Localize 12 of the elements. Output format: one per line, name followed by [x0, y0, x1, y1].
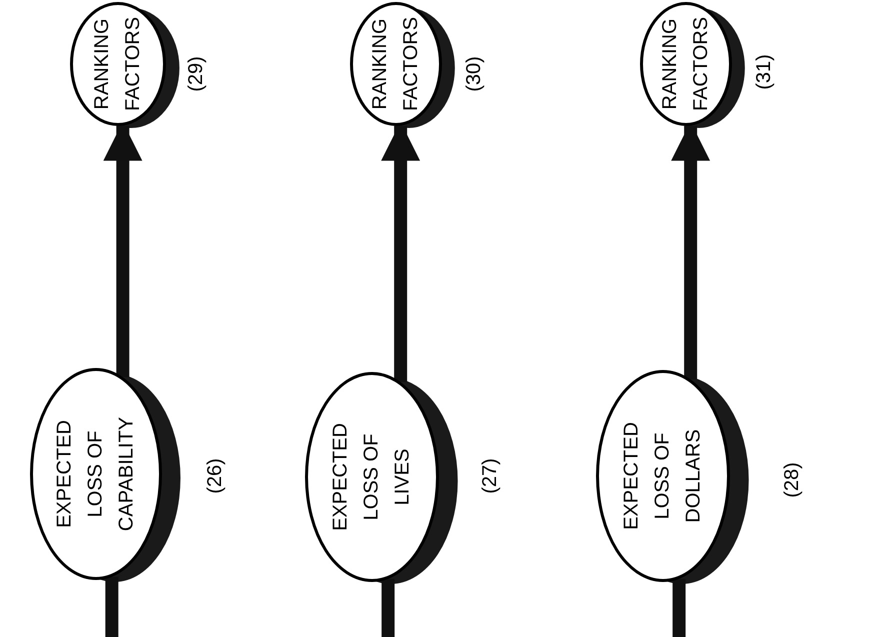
node-label: RANKING FACTORS [368, 16, 423, 114]
node-label: EXPECTED LOSS OF DOLLARS [620, 421, 706, 532]
reference-number: (26) [203, 458, 227, 494]
node-label: EXPECTED LOSS OF CAPABILITY [52, 416, 138, 534]
node-label: EXPECTED LOSS OF LIVES [328, 422, 414, 533]
node-label: RANKING FACTORS [658, 16, 713, 114]
reference-number: (27) [478, 458, 502, 494]
reference-number: (28) [780, 462, 804, 498]
reference-number: (31) [752, 54, 776, 90]
node-label: RANKING FACTORS [90, 16, 145, 114]
reference-number: (30) [462, 56, 486, 92]
reference-number: (29) [184, 56, 208, 92]
